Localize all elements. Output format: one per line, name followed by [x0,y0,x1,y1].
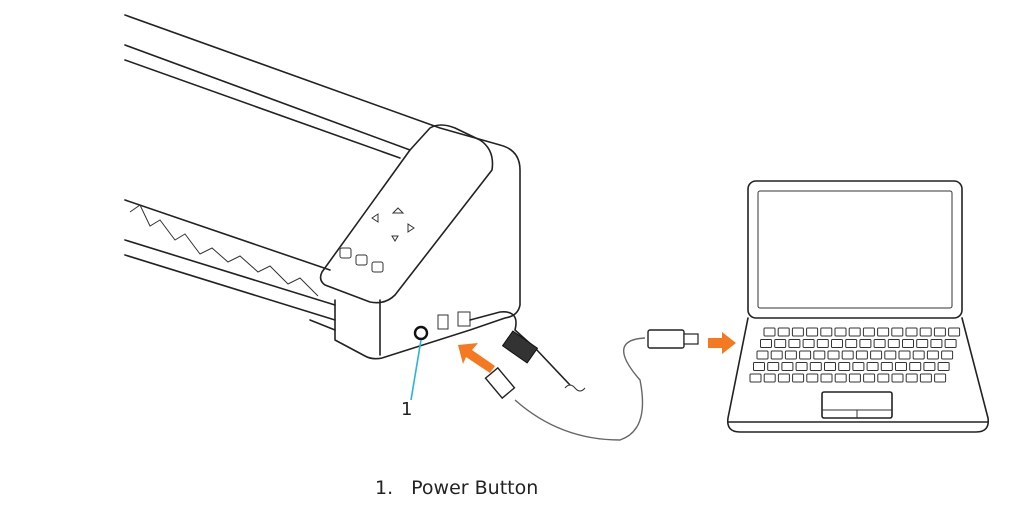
keyboard-key [841,350,854,360]
keyboard-key [788,339,801,348]
keyboard-key [880,362,893,371]
keyboard-key [799,350,812,360]
keyboard-key [855,350,868,360]
callout-number: 1 [401,399,413,420]
keyboard-key [923,362,936,371]
keyboard-key [838,362,851,371]
keyboard-key [859,339,872,348]
keyboard-key [884,350,897,360]
laptop [726,180,990,433]
cutting-machine [124,14,521,360]
keyboard-key [852,362,865,371]
keyboard-key [891,373,904,383]
keyboard-key [760,339,772,348]
keyboard-key [937,362,950,371]
keyboard-key [909,362,922,371]
keyboard-key [777,373,790,383]
caption: 1. Power Button [375,477,556,499]
keyboard-key [749,373,762,383]
keyboard-key [944,339,957,348]
keyboard-key [816,339,829,348]
keyboard-key [916,339,929,348]
keyboard-key [767,362,780,371]
keyboard-key [934,373,947,383]
keyboard-key [863,373,876,383]
keyboard-key [948,327,961,337]
caption-number: 1. [375,477,394,499]
keyboard-key [919,327,932,337]
keyboard-key [795,362,808,371]
power-button[interactable] [413,325,429,341]
keyboard-key [845,339,858,348]
keyboard-key [792,373,805,383]
keyboard-key [763,373,776,383]
keyboard-key [791,327,804,337]
keyboard-key [887,339,900,348]
keyboard-key [873,339,886,348]
keyboard-key [824,362,836,371]
keyboard-key [784,350,797,360]
keyboard-key [774,339,787,348]
keyboard-key [848,373,861,383]
keyboard-key [820,327,833,337]
keyboard-key [941,350,954,360]
keyboard-key [831,339,843,348]
keyboard-key [777,327,790,337]
connect-arrow [708,332,736,354]
keyboard-key [891,327,904,337]
usb-cable [484,329,699,441]
keyboard-key [895,362,907,371]
keyboard-key [905,327,918,337]
keyboard-key [756,350,769,360]
power-cable [469,311,586,392]
keyboard-key [902,339,914,348]
keyboard-key [862,327,875,337]
keyboard-key [770,350,783,360]
caption-text: Power Button [411,477,539,499]
keyboard-key [809,362,822,371]
keyboard-key [877,373,890,383]
keyboard-key [813,350,826,360]
keyboard-key [898,350,911,360]
keyboard-key [912,350,925,360]
keyboard-key [781,362,794,371]
keyboard-key [926,350,939,360]
callout-line [410,339,422,401]
keyboard-key [802,339,815,348]
keyboard-key [753,362,765,371]
keyboard-key [905,373,918,383]
keyboard-key [834,373,847,383]
keyboard-key [930,339,943,348]
keyboard-key [806,373,819,383]
keyboard-key [834,327,847,337]
insert-arrow [458,343,495,373]
power-port [457,311,471,327]
keyboard-key [870,350,883,360]
keyboard-key [933,327,946,337]
keyboard-key [820,373,833,383]
keyboard-key [919,373,932,383]
keyboard-key [877,327,890,337]
keyboard-key [806,327,819,337]
keyboard-key [763,327,776,337]
keyboard-key [848,327,861,337]
keyboard-key [866,362,879,371]
usb-port [437,314,449,330]
keyboard-key [827,350,840,360]
